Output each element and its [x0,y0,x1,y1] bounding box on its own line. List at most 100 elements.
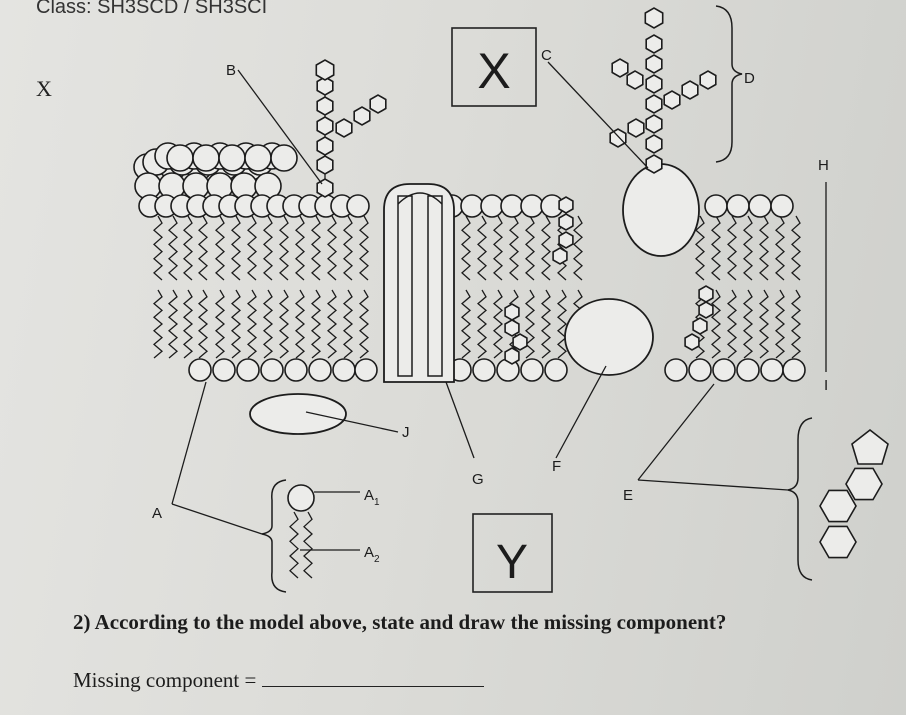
phospholipid-tail [183,215,193,281]
phospholipid-head-lower [520,358,544,382]
phospholipid-head-upper [500,194,524,218]
channel-protein-pore-right [427,195,443,377]
phospholipid-tail [727,215,737,281]
phospholipid-head-lower [712,358,736,382]
phospholipid-tail [343,215,353,281]
phospholipid-tail [198,215,208,281]
leader-j [305,411,399,433]
label-a2: A [364,544,374,561]
label-e: E [623,487,633,504]
phospholipid-tail [327,215,337,281]
sugar-hexagon [645,34,663,54]
steroid-pentagon [851,428,889,465]
phospholipid-tail [294,289,306,359]
sugar-hexagon [644,7,664,29]
phospholipid-tail [556,289,568,359]
phospholipid-head-lower [332,358,356,382]
phospholipid-head-lower [260,358,284,382]
answer-blank[interactable] [262,668,485,687]
cholesterol-ring [504,303,520,321]
cholesterol-ring [552,247,568,265]
phospholipid-head-lower [236,358,260,382]
answer-label: Missing component = [73,668,257,692]
label-a1-group: A1 [364,487,380,508]
leader-f [555,365,607,459]
steroid-ring [845,467,883,501]
brace-e [787,417,813,581]
steroid-ring [819,489,857,523]
peripheral-protein-j [249,393,347,435]
phospholipid-tail [278,289,290,359]
phospholipid-head-upper [704,194,728,218]
sugar-hexagon [316,116,334,136]
leader-e-brace [637,479,789,491]
phospholipid-head-upper [726,194,750,218]
phospholipid-tail [790,289,802,359]
phospholipid-tail [525,215,535,281]
sugar-hexagon [645,74,663,94]
leader-c [547,61,649,169]
carbohydrate-chains [315,7,717,198]
box-y-letter: Y [496,536,528,589]
phospholipid-tail [791,215,801,281]
legend-phospholipid-head [287,484,315,512]
phospholipid-tail [342,289,354,359]
class-header: Class: SH3SCD / SH3SCI [36,0,268,18]
sugar-hexagon [645,54,663,74]
sugar-hexagon [645,134,663,154]
phospholipid-tail [152,289,164,359]
phospholipid-tail [541,215,551,281]
integral-protein-f [564,298,654,376]
phospholipid-tail [263,215,273,281]
sugar-hexagon [681,80,699,100]
label-f: F [552,458,561,475]
membrane-proteins [249,163,700,435]
phospholipid-tail [726,289,738,359]
phospholipid-tail [230,289,242,359]
phospholipid-tail [710,289,722,359]
phospholipid-head-lower [544,358,568,382]
leader-b [237,69,323,185]
phospholipid-tail [246,289,258,359]
cholesterol-ring [504,347,520,365]
phospholipid-tail [509,215,519,281]
phospholipid-tail [168,215,178,281]
phospholipid-head-back [270,144,298,172]
sugar-hexagon [316,155,334,175]
cholesterol-ring [698,301,714,319]
cholesterol-ring [698,285,714,303]
sugar-hexagon [645,154,663,174]
sugar-hexagon [626,70,644,90]
phospholipid-tail [540,289,552,359]
phospholipid-tail [461,215,471,281]
box-x [451,27,537,107]
phospholipid-tail [247,215,257,281]
phospholipid-tail [477,215,487,281]
phospholipid-tail [214,289,226,359]
cholesterol-ring [512,333,528,351]
phospholipid-tail [711,215,721,281]
channel-protein-arch [397,192,443,205]
leader-e [637,383,715,481]
cholesterol-molecules [504,196,714,365]
label-leader-lines [171,5,827,593]
phospholipid-tail [759,215,769,281]
phospholipid-head-upper [748,194,772,218]
phospholipid-head-lower [212,358,236,382]
label-a1-sub: 1 [374,497,380,508]
sugar-hexagon [316,136,334,156]
phospholipid-tail [358,289,370,359]
phospholipid-tail [215,215,225,281]
phospholipid-head-lower [354,358,378,382]
phospholipid-tail [231,215,241,281]
question-text: 2) According to the model above, state a… [73,610,727,634]
phospholipid-tail [774,289,786,359]
sugar-hexagon [315,59,335,81]
brace-a [261,479,287,593]
label-g: G [472,471,484,488]
phospholipid-tails [152,215,802,359]
cholesterol-ring [558,231,574,249]
phospholipid-head-back [192,144,220,172]
label-a2-group: A2 [364,544,380,565]
phospholipid-tail [326,289,338,359]
